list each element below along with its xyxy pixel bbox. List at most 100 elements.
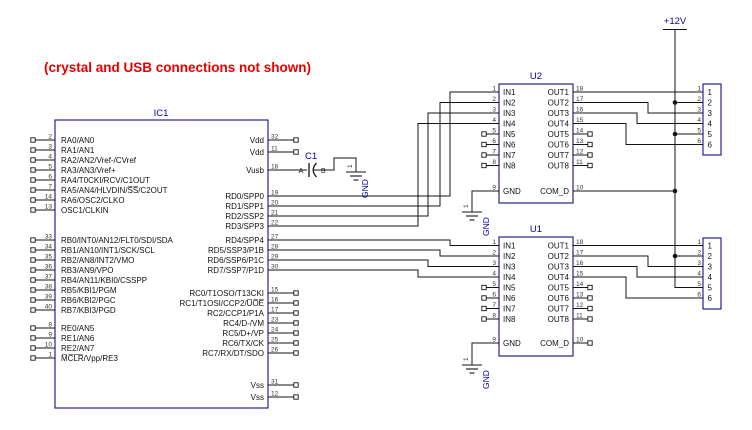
ic1-right-pin-number: 25 [271,337,279,344]
wire-u2out2-conn3 [573,102,703,114]
u1-out-label: OUT1 [548,242,570,251]
u1-out-terminal [587,284,593,291]
u1-in-number: 8 [492,313,496,320]
ic1-left-pin-number: 40 [45,304,53,311]
ic1-right-pin-number: 30 [271,264,279,271]
ic1-left-pin-terminal [30,197,36,203]
u2-out-number: 17 [576,96,584,103]
ic1-right-pin-number: 22 [271,220,279,227]
ic1-right-pin-label: RD7/SSP7/P1D [208,266,265,275]
c1-ground-label: GND [360,179,370,198]
ic1-left-pin-number: 38 [45,284,53,291]
ic1-left-pin-label: RE0/AN5 [61,324,95,333]
u1-in-number: 6 [492,292,496,299]
u2-in-number: 8 [492,159,496,166]
ic1-right-pin-label: RC6/TX/CK [222,339,264,348]
u2-gnd-number: 9 [492,185,496,192]
wire-rd7-u1in4 [268,269,499,278]
ic1-left-pin-terminal [30,267,36,273]
ic1-right-pin-label: RD6/SSP6/P1C [208,256,265,265]
bottom-connector-pin-number: 4 [697,271,701,278]
u1-out-label: OUT7 [548,305,570,314]
ic1-left-pin-number: 14 [45,194,53,201]
bottom-connector-pin-number: 1 [697,239,701,246]
ic1-right-pin-number: 24 [271,327,279,334]
u1-in-terminal [481,305,487,312]
ic1-right-pin-number: 18 [271,164,279,171]
junction-dot [672,253,678,259]
u1-out-terminal [587,305,593,312]
top-connector-pin-number: 2 [697,96,701,103]
bottom-connector-pin-label: 2 [708,252,713,261]
u2-out-label: OUT1 [548,88,570,97]
u1-in-number: 2 [492,250,496,257]
top-connector-pin-number: 1 [697,86,701,93]
ic1-right-pin-label: RC7/RX/DT/SDO [202,349,264,358]
u1-out-label: OUT5 [548,284,570,293]
ic1-right-pin-terminal [293,310,299,316]
ic1-left-pin-label: RB0/INT0/AN12/FLT0/SDI/SDA [61,236,174,245]
u2-ground-label: GND [481,217,491,236]
power-rail-label: +12V [664,16,687,27]
ic1-right-pin-label: RC1/T1OSI/CCP2/U̅O̅E̅ [180,299,265,308]
ic1-left-pin-terminal [30,307,36,313]
ic1-left-pin-terminal [30,247,36,253]
u1-in-label: IN1 [503,242,516,251]
u1-ground-label: GND [481,370,491,389]
ic1-left-pin-terminal [30,355,36,361]
ic1-right-pin-number: 29 [271,254,279,261]
ic1-left-pin-label: RE1/AN6 [61,334,95,343]
top-connector-pin-label: 3 [708,109,713,118]
ic1-right-pin-terminal [293,382,299,388]
ic1-left-pin-label: RB2/AN8/INT2/VMO [61,256,134,265]
ic1-left-pin-label: OSC1/CLKIN [61,206,109,215]
u1-in-terminal [481,284,487,291]
u2-in-label: IN8 [503,162,516,171]
ic1-right-pin-label: Vdd [250,148,264,157]
u2-in-number: 7 [492,149,496,156]
ic1-left-pin-number: 10 [45,342,53,349]
u2-out-terminal [587,162,593,169]
ic1-left-pin-number: 7 [48,184,52,191]
u2-in-label: IN7 [503,151,516,160]
u2-out-number: 18 [576,86,584,93]
wire-rd4-u1in1 [268,239,499,246]
wire-u2out4-conn6 [573,123,703,145]
ic1-left-pin-label: RB1/AN10/INT1/SCK/SCL [61,246,155,255]
u2-out-terminal [587,152,593,158]
ic1-right-pin-terminal [293,137,299,143]
ic1-right-pin-label: RD1/SPP1 [225,202,264,211]
wire-u1-gnd [471,342,499,365]
u1-out-number: 14 [576,281,584,288]
ic1-left-pin-number: 37 [45,274,53,281]
u2-in-terminal [481,141,487,148]
top-connector-pin-number: 4 [697,117,701,124]
u1-in-label: IN6 [503,294,516,303]
ic1-right-pin-label: Vss [251,393,264,402]
ic1-right-pin-terminal [293,330,299,336]
ic1-right-pin-terminal [293,300,299,306]
top-connector-pin-number: 5 [697,128,701,135]
ic1-left-pin-label: RB4/AN11/KBI0/CSSPP [61,276,147,285]
u2-out-terminal [587,141,593,148]
u1-out-label: OUT8 [548,315,570,324]
ic1-right-pin-terminal [293,149,299,155]
u1-in-label: IN8 [503,315,516,324]
u1-in-label: IN3 [503,263,516,272]
ic1-left-pin-number: 9 [48,332,52,339]
junction-dot [672,131,678,137]
u1-com-number: 10 [576,337,584,344]
u2-in-label: IN6 [503,141,516,150]
ic1-right-pin-number: 19 [271,190,279,197]
bottom-connector-pin-label: 1 [708,241,713,250]
ic1-right-pin-label: Vusb [246,166,264,175]
bottom-connector-pin-number: 5 [697,281,701,288]
u2-in-terminal [481,152,487,158]
ic1-left-pin-terminal [30,277,36,283]
ic1-left-pin-label: RB7/KBI3/PGD [61,306,116,315]
u1-in-label: IN2 [503,252,516,261]
ic1-right-pin-terminal [293,340,299,346]
ic1-left-pin-terminal [30,345,36,351]
bottom-connector-pin-label: 6 [708,294,713,303]
ic1-left-pin-terminal [30,237,36,243]
